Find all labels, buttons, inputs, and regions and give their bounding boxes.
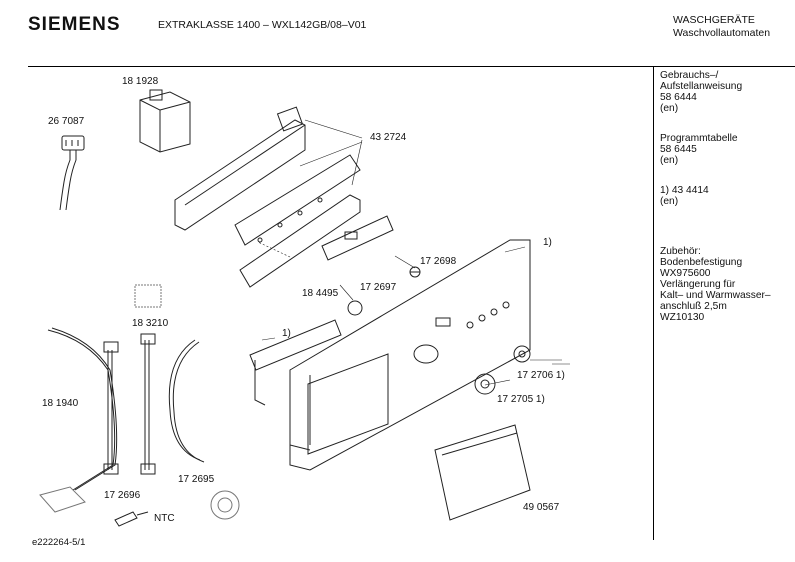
part-label-432724: 43 2724 [370,132,407,143]
category-subtitle: Waschvollautomaten [673,27,771,39]
part-label-490567: 49 0567 [523,502,560,513]
pump-sensor-parts [39,284,240,520]
ntc-sensor-part [114,511,149,527]
info-accessories: Zubehör: Bodenbefestigung WX975600 Verlä… [660,246,771,323]
part-label-172696: 17 2696 [104,490,141,501]
front-panel-part [289,239,531,471]
part-note-seal: 1) [282,328,291,339]
info-manual: Gebrauchs–/ Aufstellanweisung 58 6444 (e… [660,70,743,114]
part-label-172705: 17 2705 1) [497,394,545,405]
part-label-172698: 17 2698 [420,256,457,267]
sidebar-divider [653,66,654,540]
leader-lines [257,119,570,386]
part-label-183210: 18 3210 [132,318,169,329]
info-note-1: 1) 43 4414 (en) [660,185,709,207]
wire-harness-parts [47,327,205,491]
control-module-part [139,89,191,153]
part-label-172695: 17 2695 [178,474,215,485]
part-label-172706: 17 2706 1) [517,370,565,381]
part-label-267087: 26 7087 [48,116,85,127]
part-label-184495: 18 4495 [302,288,339,299]
circuit-board-part [174,106,361,288]
document-id: e222264-5/1 [32,537,86,548]
info-program-table: Programmtabelle 58 6445 (en) [660,133,738,166]
seal-part [249,319,342,406]
model-title: EXTRAKLASSE 1400 – WXL142GB/08–V01 [158,19,367,31]
category-title: WASCHGERÄTE [673,14,755,26]
cover-panel-part [434,424,531,521]
part-label-181928: 18 1928 [122,76,159,87]
part-note-panel: 1) [543,237,552,248]
part-label-ntc: NTC [154,513,175,524]
part-label-172697: 17 2697 [360,282,397,293]
power-cord-part [59,135,85,211]
brand-logo: SIEMENS [28,14,121,35]
part-label-181940: 18 1940 [42,398,79,409]
header-divider [28,66,795,67]
display-board-part [321,215,394,261]
